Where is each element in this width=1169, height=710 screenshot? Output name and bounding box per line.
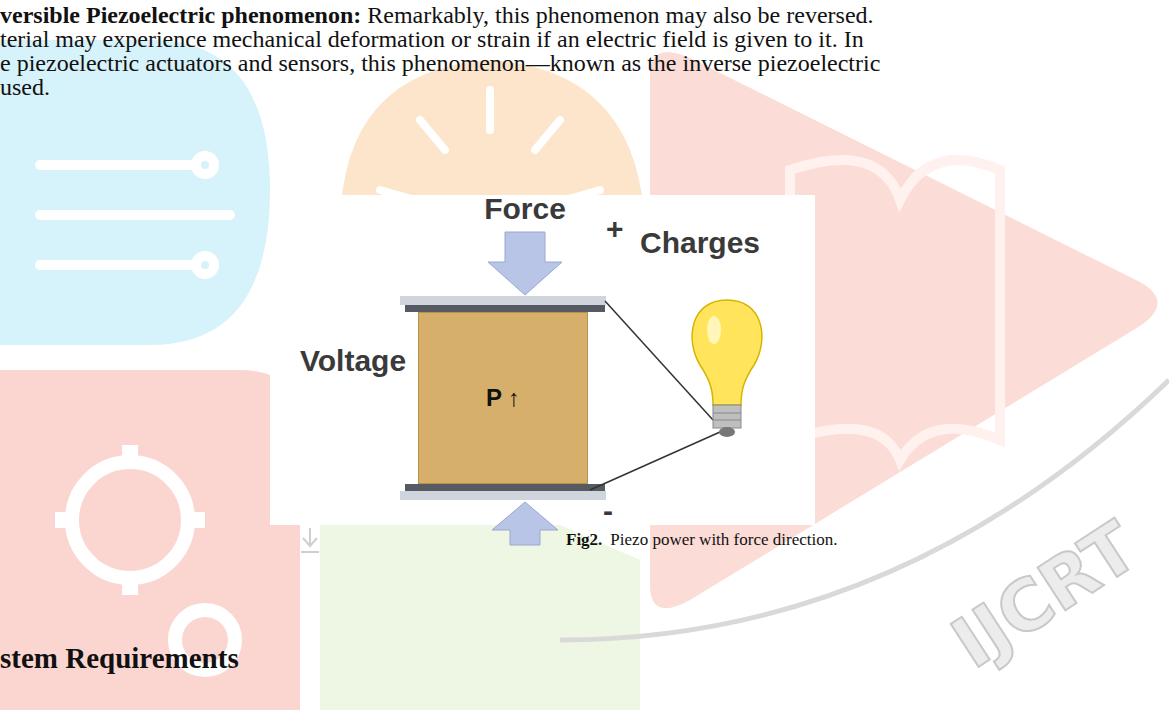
voltage-label: Voltage xyxy=(300,344,406,379)
polarity-sign: + xyxy=(606,212,624,247)
figure-caption: Piezo power with force direction. xyxy=(610,530,837,550)
charges-label: Charges xyxy=(640,226,760,261)
polarity-sign: - xyxy=(603,494,613,529)
force-label: Force xyxy=(484,192,566,227)
section-heading: stem Requirements xyxy=(0,642,239,675)
paragraph-lead: versible Piezoelectric phenomenon: xyxy=(0,2,361,30)
figure-number: Fig2. xyxy=(566,530,602,550)
polarization-label: P ↑ xyxy=(486,384,520,412)
paragraph-line: Remarkably, this phenomenon may also be … xyxy=(367,2,873,30)
piezo-crystal: P ↑ xyxy=(418,312,588,484)
paragraph-line: e piezoelectric actuators and sensors, t… xyxy=(0,50,880,78)
paragraph-line: terial may experience mechanical deforma… xyxy=(0,26,864,54)
paragraph-line: used. xyxy=(0,74,50,102)
